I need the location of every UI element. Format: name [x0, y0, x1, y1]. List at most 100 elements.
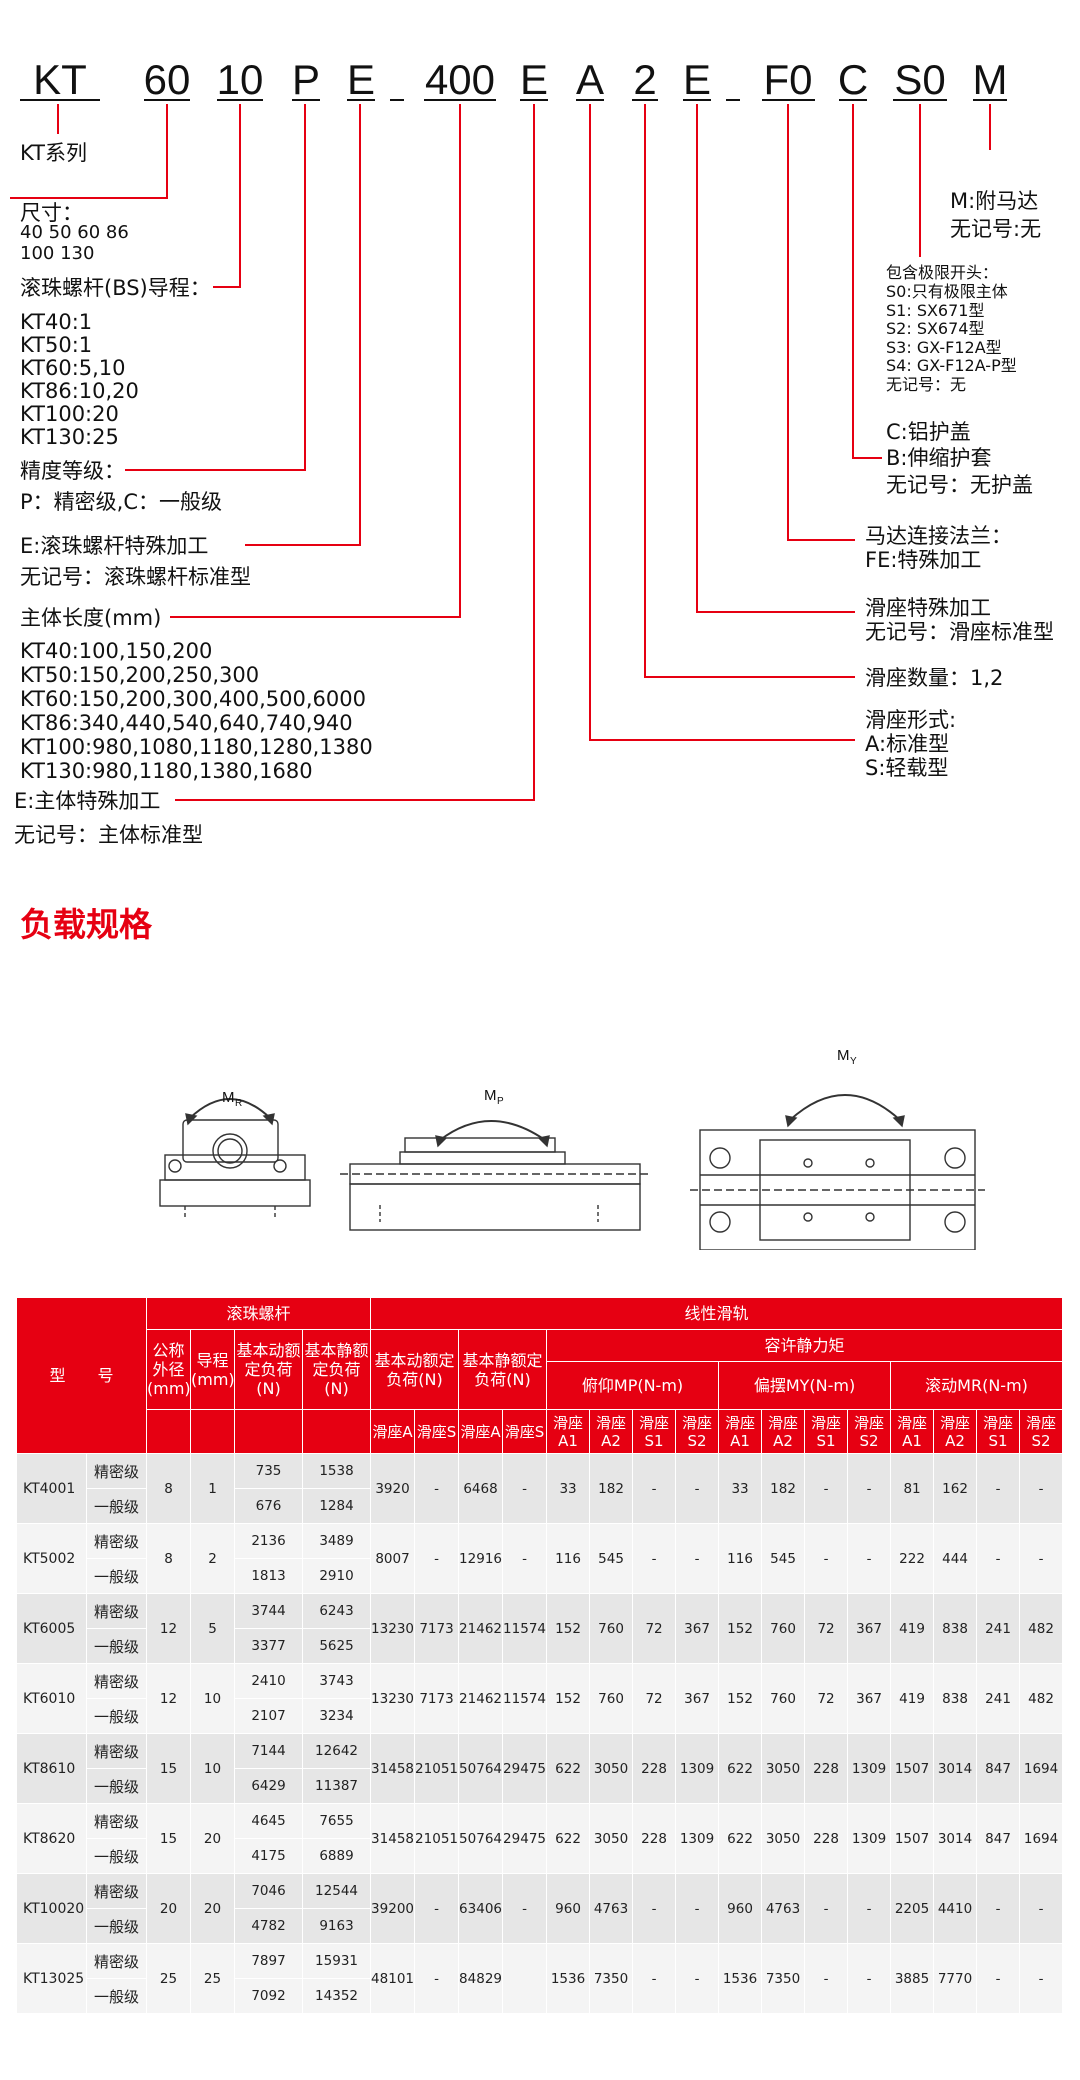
bs-static-cell: 12544	[302, 1873, 372, 1909]
lr-dynamic-header: 基本动额定负荷(N)	[370, 1329, 460, 1410]
mp-sub: P	[497, 1096, 504, 1107]
bs-dynamic-cell: 6429	[234, 1768, 304, 1804]
my-label: M	[837, 1047, 850, 1064]
grade-cell: 一般级	[85, 1698, 148, 1734]
rail-value-cell: 760	[589, 1663, 634, 1734]
rail-value-cell: 419	[890, 1663, 935, 1734]
body-special-desc: 无记号：主体标准型	[14, 823, 203, 847]
limit-line-3: S2: SX674型	[886, 319, 985, 338]
sub-header: 滑座A1	[718, 1409, 763, 1454]
lead-value-3: KT86:10,20	[20, 379, 139, 403]
bs-dynamic-cell: 2107	[234, 1698, 304, 1734]
rail-value-cell: -	[1019, 1523, 1064, 1594]
rail-value-cell: 1694	[1019, 1733, 1064, 1804]
slider-type-line-1: A:标准型	[865, 732, 950, 756]
code-seg-cover: C	[838, 56, 868, 103]
cover-line-1: B:伸缩护套	[886, 446, 992, 470]
rail-value-cell: 162	[933, 1453, 978, 1524]
code-seg-length: 400	[425, 56, 495, 103]
code-seg-kt: KT	[33, 56, 87, 103]
rail-value-cell: -	[414, 1523, 460, 1594]
rail-value-cell: 1309	[675, 1803, 720, 1874]
rail-value-cell: 3014	[933, 1733, 978, 1804]
slider-type-line-2: S:轻载型	[865, 756, 949, 780]
code-seg-limit: S0	[894, 56, 945, 103]
precision-label: 精度等级：	[20, 459, 125, 483]
rail-value-cell: 3920	[370, 1453, 416, 1524]
rail-value-cell: 3050	[761, 1733, 806, 1804]
rail-value-cell: 72	[804, 1663, 849, 1734]
rail-value-cell: 182	[761, 1453, 806, 1524]
lead-cell: 5	[190, 1593, 236, 1664]
rail-value-cell: 7350	[761, 1943, 806, 2014]
mr-diagram	[159, 1098, 311, 1220]
rail-value-cell: 1536	[546, 1943, 591, 2014]
limit-line-2: S1: SX671型	[886, 301, 985, 320]
bs-static-cell: 11387	[302, 1768, 372, 1804]
model-cell: KT6005	[16, 1593, 87, 1664]
rail-value-cell: 444	[933, 1523, 978, 1594]
length-value-2: KT60:150,200,300,400,500,6000	[20, 687, 366, 711]
rail-value-cell: -	[675, 1873, 720, 1944]
grade-cell: 精密级	[85, 1663, 148, 1699]
rail-value-cell: 7770	[933, 1943, 978, 2014]
model-cell: KT8620	[16, 1803, 87, 1874]
rail-value-cell: 4763	[761, 1873, 806, 1944]
rail-value-cell: 847	[976, 1733, 1021, 1804]
rail-value-cell: 838	[933, 1593, 978, 1664]
sub-header: 滑座A1	[890, 1409, 935, 1454]
sub-header: 滑座S	[502, 1409, 548, 1454]
rail-value-cell: 760	[589, 1593, 634, 1664]
dia-cell: 15	[146, 1733, 192, 1804]
lead-cell: 25	[190, 1943, 236, 2014]
motor-line-0: M:附马达	[950, 189, 1039, 213]
bs-dynamic-cell: 3744	[234, 1593, 304, 1629]
dia-cell: 15	[146, 1803, 192, 1874]
rail-value-cell: 1694	[1019, 1803, 1064, 1874]
rail-value-cell: 367	[675, 1663, 720, 1734]
bs-static-cell: 14352	[302, 1978, 372, 2014]
rail-value-cell: -	[847, 1453, 892, 1524]
rail-value-cell: 1309	[847, 1733, 892, 1804]
bs-static-cell: 12642	[302, 1733, 372, 1769]
rail-value-cell: -	[632, 1523, 677, 1594]
section-title: 负载规格	[20, 905, 152, 944]
rail-value-cell: -	[1019, 1873, 1064, 1944]
bs-dynamic-cell: 4175	[234, 1838, 304, 1874]
rail-value-cell: 29475	[502, 1803, 548, 1874]
rail-value-cell: 838	[933, 1663, 978, 1734]
rail-value-cell: 545	[589, 1523, 634, 1594]
sub-header: 滑座A2	[761, 1409, 806, 1454]
code-seg-body-special: E	[520, 56, 548, 103]
model-cell: KT8610	[16, 1733, 87, 1804]
bs-dynamic-cell: 7046	[234, 1873, 304, 1909]
rail-value-cell: -	[632, 1453, 677, 1524]
rail-value-cell: 482	[1019, 1593, 1064, 1664]
rail-value-cell: -	[632, 1943, 677, 2014]
rail-value-cell: 21051	[414, 1803, 460, 1874]
slider-type-line-0: 滑座形式:	[865, 708, 957, 732]
dia-cell: 8	[146, 1453, 192, 1524]
flange-line-1: FE:特殊加工	[865, 548, 982, 572]
sub-header: 滑座A	[458, 1409, 504, 1454]
model-cell: KT4001	[16, 1453, 87, 1524]
mp-diagram	[340, 1120, 650, 1231]
rail-value-cell: 1309	[675, 1733, 720, 1804]
length-value-1: KT50:150,200,250,300	[20, 663, 260, 687]
cover-line-0: C:铝护盖	[886, 420, 971, 444]
rail-value-cell: 31458	[370, 1733, 416, 1804]
lead-value-4: KT100:20	[20, 402, 119, 426]
rail-value-cell: 3050	[589, 1733, 634, 1804]
rail-value-cell: 116	[546, 1523, 591, 1594]
code-seg-size: 60	[144, 56, 191, 103]
moment-diagrams: M R M P M Y	[159, 1047, 985, 1250]
mp-label: M	[484, 1087, 497, 1104]
size-values-2: 100 130	[20, 243, 95, 264]
lead-cell: 20	[190, 1873, 236, 1944]
rail-value-cell: 63406	[458, 1873, 504, 1944]
